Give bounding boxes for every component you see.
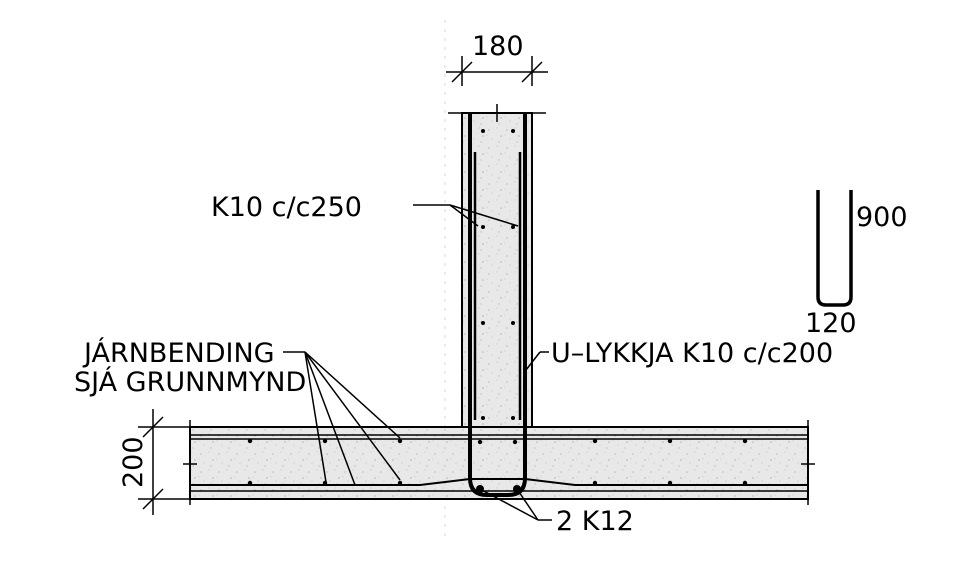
- wall-break-top: [448, 104, 546, 122]
- slab-depth-label: 200: [118, 436, 149, 488]
- wall-width-label: 180: [472, 31, 524, 62]
- u-bar-shape-diagram: [816, 190, 853, 307]
- slab-bottom-bar: [190, 478, 808, 486]
- bottom-bars-label: 2 K12: [556, 506, 634, 537]
- concrete-wall: [461, 112, 533, 429]
- bending-leader: [283, 351, 401, 486]
- u-bar-leader: [525, 351, 549, 371]
- concrete-slab: [189, 426, 809, 500]
- u-bar-label: U–LYKKJA K10 c/c200: [551, 338, 833, 369]
- bottom-bars-leader: [479, 488, 552, 521]
- dimension-slab-depth: [138, 409, 190, 515]
- u-leg-length-label: 900: [856, 202, 908, 233]
- slab-break-left: [183, 420, 197, 505]
- wall-bars-leader: [413, 204, 519, 227]
- slab-rebar-dots: [247, 438, 748, 486]
- bending-label-line2: SJÁ GRUNNMYND: [74, 366, 306, 398]
- u-bar-k10: [468, 423, 527, 497]
- slab-break-right: [801, 420, 815, 505]
- dimension-wall-width: [446, 56, 548, 86]
- wall-rebar-dots: [481, 129, 515, 420]
- u-base-length-label: 120: [805, 308, 857, 339]
- bending-label-line1: JÁRNBENDING: [82, 337, 275, 369]
- wall-bars-label: K10 c/c250: [211, 192, 362, 223]
- wall-bars-k10: [468, 113, 527, 423]
